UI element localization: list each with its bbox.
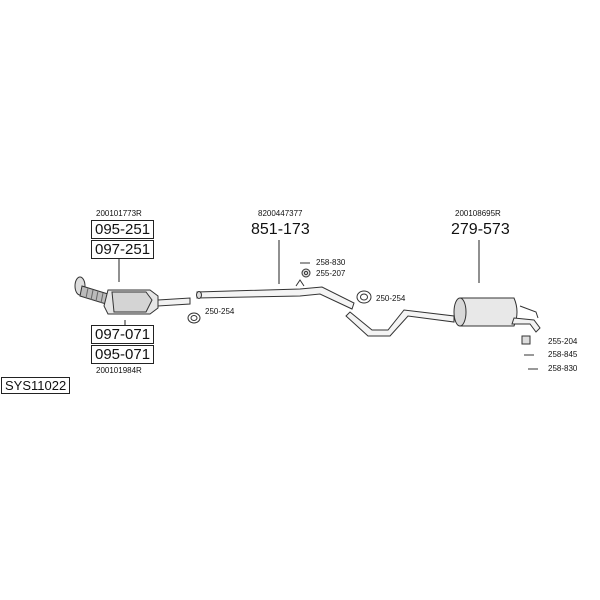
part-number-097-071[interactable]: 097-071 — [91, 325, 155, 344]
part-number-851-173[interactable]: 851-173 — [251, 221, 310, 238]
clamp-icon-mid — [356, 290, 372, 304]
system-code: SYS11022 — [1, 377, 71, 394]
fitting-label-258-830-rear: 258-830 — [548, 364, 578, 373]
part-number-279-573[interactable]: 279-573 — [451, 221, 510, 238]
part-number-097-251[interactable]: 097-251 — [91, 240, 155, 259]
leader-lines — [118, 240, 480, 326]
mid-pipe-body — [196, 286, 355, 310]
cat-outlet-pipe — [157, 297, 191, 307]
cat-heat-shield — [111, 291, 153, 313]
fitting-label-255-204: 255-204 — [548, 337, 578, 346]
rear-pipe — [345, 309, 455, 337]
middle-pipe — [196, 279, 355, 310]
clamp-label-cat: 250-254 — [205, 307, 235, 316]
silencer-tailpipe — [511, 317, 541, 333]
fitting-label-255-207: 255-207 — [316, 269, 346, 278]
clamp-icon-cat — [187, 312, 201, 324]
fitting-label-258-845: 258-845 — [548, 350, 578, 359]
mid-pipe-hanger — [295, 279, 305, 287]
clamp-label-mid: 250-254 — [376, 294, 406, 303]
fittings-rear — [521, 335, 538, 370]
part-number-095-251[interactable]: 095-251 — [91, 220, 155, 239]
rear-silencer — [453, 297, 541, 333]
part-number-095-071[interactable]: 095-071 — [91, 345, 155, 364]
oem-number-rear-silencer: 200108695R — [455, 209, 501, 218]
rear-pipe-body — [345, 309, 455, 337]
fittings-mid — [300, 262, 311, 278]
mount-icon-255-204 — [521, 335, 531, 345]
catalytic-converter — [74, 276, 191, 315]
oem-number-mid-pipe: 8200447377 — [258, 209, 303, 218]
fitting-label-258-830-mid: 258-830 — [316, 258, 346, 267]
cat-flex-bellows — [79, 285, 109, 305]
oem-number-cat-bottom: 200101984R — [96, 366, 142, 375]
oem-number-cat-top: 200101773R — [96, 209, 142, 218]
silencer-hanger — [519, 305, 539, 319]
